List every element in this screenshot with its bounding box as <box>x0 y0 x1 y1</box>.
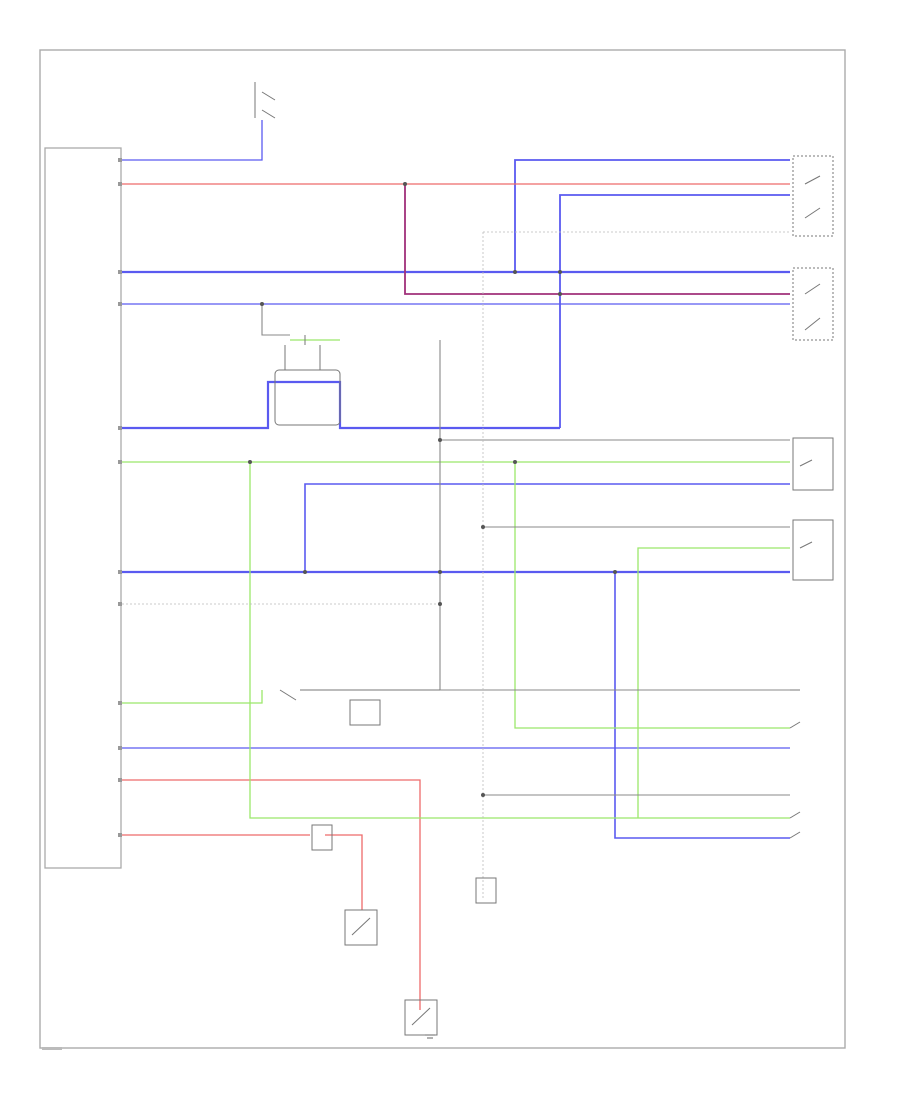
switch-icon <box>792 519 834 581</box>
splice-dot-icon <box>260 302 264 306</box>
right-switch-blocks <box>789 155 834 839</box>
splice-dot-icon <box>513 270 517 274</box>
splice-dot-icon <box>481 525 485 529</box>
switch-icon <box>792 437 834 491</box>
page-marker <box>42 1047 62 1050</box>
switch-icon <box>279 689 440 701</box>
module-pins <box>118 158 122 837</box>
ground-icon <box>425 1034 435 1039</box>
blue-wires <box>122 120 790 839</box>
splice-dot-icon <box>558 270 562 274</box>
switch-icon <box>254 82 276 119</box>
splice-dots <box>248 182 617 797</box>
gray-wires <box>261 304 790 796</box>
dotted-wires <box>122 231 790 900</box>
splice-dot-icon <box>248 460 252 464</box>
diagram-frame <box>39 49 846 1049</box>
splice-dot-icon <box>438 438 442 442</box>
control-module-box <box>44 147 122 869</box>
green-wires <box>122 339 790 819</box>
switch-icon <box>792 267 834 341</box>
red-wires <box>122 183 790 1010</box>
splice-dot-icon <box>403 182 407 186</box>
switch-icon <box>789 721 801 839</box>
splice-dot-icon <box>438 602 442 606</box>
splice-dot-icon <box>558 292 562 296</box>
splice-dot-icon <box>513 460 517 464</box>
splice-dot-icon <box>613 570 617 574</box>
splice-dot-icon <box>481 793 485 797</box>
splice-dot-icon <box>303 570 307 574</box>
splice-dot-icon <box>438 570 442 574</box>
middle-components <box>254 82 497 1036</box>
switch-icon <box>792 155 834 237</box>
